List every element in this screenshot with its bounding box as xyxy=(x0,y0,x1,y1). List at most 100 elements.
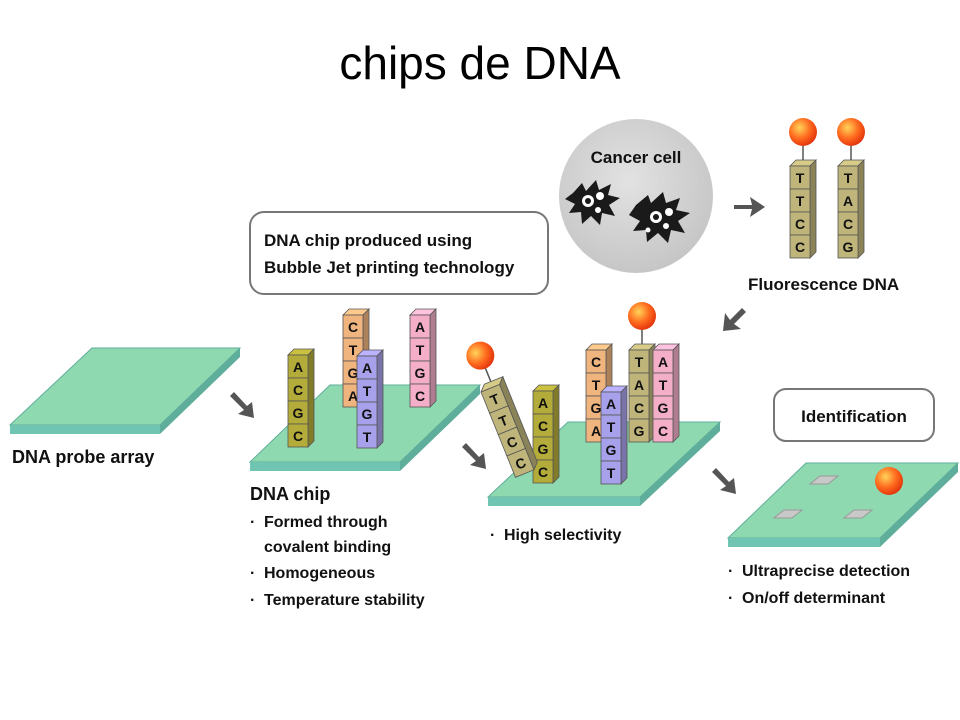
base-letter: A xyxy=(606,396,616,412)
base-letter: C xyxy=(795,239,805,255)
cancer-cell-group: Cancer cell xyxy=(559,119,713,273)
probe-array-label: DNA probe array xyxy=(12,447,154,467)
base-letter: G xyxy=(348,365,359,381)
probe-side-face xyxy=(672,343,680,443)
probe-side-face xyxy=(857,159,865,259)
base-letter: A xyxy=(591,423,601,439)
base-letter: T xyxy=(416,342,425,358)
probe-side-face xyxy=(552,384,560,484)
base-letter: G xyxy=(591,400,602,416)
bullet-mark: · xyxy=(250,592,255,609)
bubble-jet-callout: DNA chip produced using Bubble Jet print… xyxy=(249,211,549,295)
cancer-cell-circle xyxy=(559,119,713,273)
cancer-cell-label: Cancer cell xyxy=(591,148,682,167)
base-letter: G xyxy=(634,423,645,439)
detected-fluorescence-dot xyxy=(875,467,903,495)
detection-bullet: Ultraprecise detection xyxy=(742,563,910,580)
bullet-text: Homogeneous xyxy=(264,565,375,582)
arrow-icon xyxy=(712,468,736,494)
base-letter: A xyxy=(362,360,372,376)
base-letter: C xyxy=(591,354,601,370)
bullet-mark: · xyxy=(728,590,733,607)
probe-cell xyxy=(837,234,859,259)
probe-side-face xyxy=(429,308,437,408)
probe-cell xyxy=(506,447,535,478)
spot-marker xyxy=(772,509,804,519)
fluorescent-tag-icon xyxy=(837,118,865,146)
probe-cell xyxy=(789,234,811,259)
bullet-mark: · xyxy=(250,565,255,582)
spot-marker xyxy=(842,509,874,519)
base-letter: C xyxy=(348,319,358,335)
bullet-mark: · xyxy=(490,527,495,544)
bullet-text: Temperature stability xyxy=(264,592,425,609)
base-letter: C xyxy=(843,216,853,232)
base-letter: G xyxy=(606,442,617,458)
probe-cell xyxy=(532,459,554,484)
base-letter: T xyxy=(844,170,853,186)
base-letter: C xyxy=(658,423,668,439)
base-letter: A xyxy=(415,319,425,335)
identification-callout: Identification xyxy=(773,388,935,442)
probe-side-face xyxy=(376,349,384,449)
probe-side-face xyxy=(809,159,817,259)
arrow-icon xyxy=(230,392,254,418)
base-letter: A xyxy=(538,395,548,411)
base-letter: C xyxy=(415,388,425,404)
bullet-text: covalent binding xyxy=(264,539,391,556)
dna-chip-bullets: · Formed through covalent binding · Homo… xyxy=(250,514,425,609)
base-letter: T xyxy=(796,193,805,209)
base-letter: C xyxy=(538,418,548,434)
base-letter: T xyxy=(592,377,601,393)
cancer-cell-icon xyxy=(629,192,690,243)
base-letter: T xyxy=(363,383,372,399)
base-letter: A xyxy=(843,193,853,209)
base-letter: C xyxy=(293,428,303,444)
fluorescent-tag-icon xyxy=(466,341,495,370)
base-letter: T xyxy=(607,465,616,481)
bullet-mark: · xyxy=(728,563,733,580)
probe-array-plate xyxy=(8,347,242,434)
callout-line-1: DNA chip produced using xyxy=(264,231,472,250)
base-letter: G xyxy=(362,406,373,422)
bullet-text: Formed through xyxy=(264,514,388,531)
probe-cell xyxy=(409,383,431,408)
base-letter: T xyxy=(659,377,668,393)
base-letter: G xyxy=(538,441,549,457)
bullet-mark: · xyxy=(250,514,255,531)
base-letter: C xyxy=(293,382,303,398)
spot-marker xyxy=(808,475,840,485)
base-letter: A xyxy=(348,388,358,404)
base-letter: T xyxy=(635,354,644,370)
base-letter: G xyxy=(415,365,426,381)
probe-cell xyxy=(628,418,650,443)
fluorescence-dna-label: Fluorescence DNA xyxy=(748,275,899,294)
base-letter: G xyxy=(843,239,854,255)
probe-cell xyxy=(287,423,309,448)
base-letter: G xyxy=(658,400,669,416)
probe-side-face xyxy=(307,348,315,448)
selectivity-bullet: High selectivity xyxy=(504,527,621,544)
base-letter: T xyxy=(363,429,372,445)
probe-cell xyxy=(652,418,674,443)
detection-bullet: On/off determinant xyxy=(742,590,886,607)
base-letter: A xyxy=(658,354,668,370)
arrow-icon xyxy=(462,443,486,469)
probe-cell xyxy=(600,460,622,485)
fluorescent-tag-icon xyxy=(628,302,656,330)
base-letter: C xyxy=(634,400,644,416)
fluorescent-tag-icon xyxy=(789,118,817,146)
base-letter: A xyxy=(293,359,303,375)
arrow-icon xyxy=(734,197,765,217)
base-letter: A xyxy=(634,377,644,393)
base-letter: C xyxy=(538,464,548,480)
probe-side-face xyxy=(620,385,628,485)
